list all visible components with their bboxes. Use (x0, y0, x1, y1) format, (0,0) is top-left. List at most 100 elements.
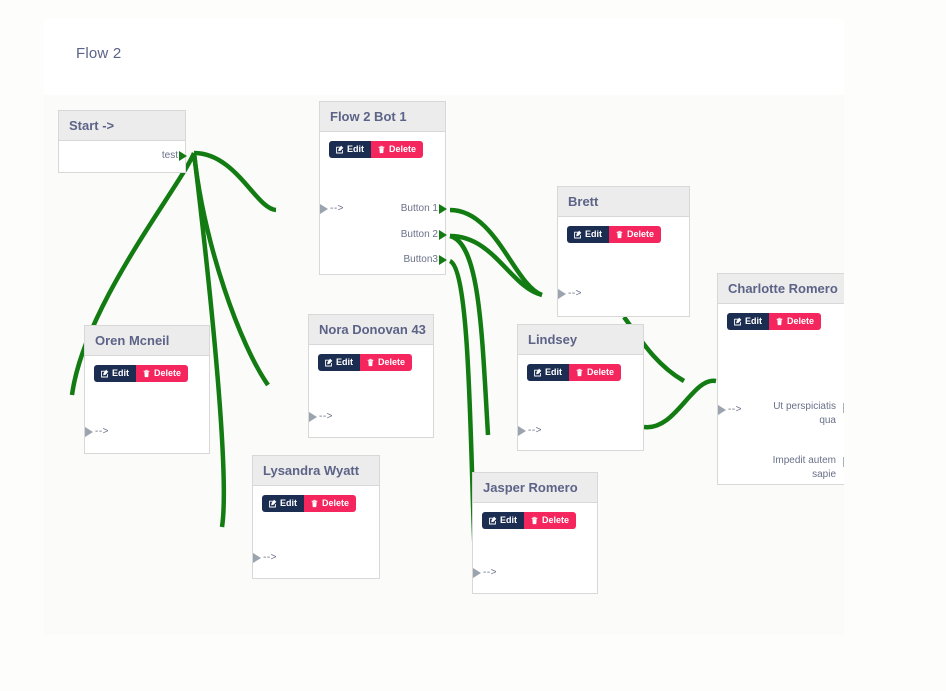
node-body: Edit Delete --> Button 1 Button 2 (320, 132, 447, 274)
node-title: Lindsey (518, 325, 643, 355)
port-arrow-icon (473, 568, 481, 578)
edit-button[interactable]: Edit (262, 495, 304, 512)
input-port-label: --> (319, 411, 333, 422)
output-port-button-2[interactable]: Button 2 (400, 229, 447, 240)
input-port[interactable]: --> (473, 567, 497, 578)
delete-button-label: Delete (787, 316, 815, 326)
input-port[interactable]: --> (518, 425, 542, 436)
output-port-label: Button 1 (400, 203, 438, 214)
output-port-label: Button3 (403, 254, 438, 265)
node-oren-mcneil[interactable]: Oren Mcneil Edit Delete --> (84, 325, 210, 454)
node-title: Charlotte Romero (718, 274, 844, 304)
edit-button[interactable]: Edit (567, 226, 609, 243)
edit-button[interactable]: Edit (727, 313, 769, 330)
port-handle-icon (843, 457, 844, 467)
node-body: Edit Delete --> (309, 345, 433, 437)
port-arrow-icon (309, 412, 317, 422)
edit-button-label: Edit (347, 144, 364, 154)
node-lysandra-wyatt[interactable]: Lysandra Wyatt Edit Delete --> (252, 455, 380, 579)
delete-button[interactable]: Delete (360, 354, 413, 371)
delete-button[interactable]: Delete (609, 226, 662, 243)
port-arrow-icon (439, 230, 447, 240)
node-title: Oren Mcneil (85, 326, 209, 356)
delete-button-label: Delete (542, 515, 570, 525)
node-actions: Edit Delete (318, 354, 413, 371)
edit-button-label: Edit (745, 316, 762, 326)
edit-button[interactable]: Edit (527, 364, 569, 381)
output-port-block-2[interactable]: Impedit autem sapie (760, 454, 844, 482)
node-title: Start -> (59, 111, 185, 141)
port-arrow-icon (179, 151, 187, 161)
delete-button[interactable]: Delete (769, 313, 822, 330)
node-nora-donovan-43[interactable]: Nora Donovan 43 Edit Delete --> (308, 314, 434, 438)
output-port-test[interactable]: test (161, 150, 187, 161)
node-body: Edit Delete --> (518, 355, 643, 450)
edit-button[interactable]: Edit (318, 354, 360, 371)
trash-icon (378, 145, 385, 154)
node-charlotte-romero[interactable]: Charlotte Romero Edit Delete --> (717, 273, 844, 485)
input-port-label: --> (483, 567, 497, 578)
pencil-square-icon (489, 516, 497, 525)
delete-button[interactable]: Delete (304, 495, 357, 512)
node-jasper-romero[interactable]: Jasper Romero Edit Delete --> (472, 472, 598, 594)
port-handle-icon (843, 403, 844, 413)
flow-header-band: Flow 2 (44, 18, 844, 95)
input-port[interactable]: --> (558, 288, 582, 299)
port-arrow-icon (718, 405, 726, 415)
node-title: Jasper Romero (473, 473, 597, 503)
node-actions: Edit Delete (94, 365, 189, 382)
edit-button[interactable]: Edit (482, 512, 524, 529)
edit-button[interactable]: Edit (94, 365, 136, 382)
node-brett[interactable]: Brett Edit Delete --> (557, 186, 690, 317)
flow-canvas[interactable]: Start -> test Flow 2 Bot 1 Edit (44, 95, 844, 635)
node-lindsey[interactable]: Lindsey Edit Delete --> (517, 324, 644, 451)
pencil-square-icon (534, 368, 542, 377)
delete-button[interactable]: Delete (524, 512, 577, 529)
input-port-label: --> (728, 404, 742, 415)
input-port[interactable]: --> (718, 404, 742, 415)
node-actions: Edit Delete (329, 141, 424, 158)
port-arrow-icon (518, 426, 526, 436)
output-port-label: Button 2 (400, 229, 438, 240)
output-port-button-1[interactable]: Button 1 (400, 203, 447, 214)
delete-button-label: Delete (322, 498, 350, 508)
input-port-label: --> (528, 425, 542, 436)
node-body: Edit Delete --> (473, 503, 597, 593)
port-arrow-icon (558, 289, 566, 299)
node-body: test (59, 141, 187, 172)
node-body: Edit Delete --> Ut perspiciatis qua (718, 304, 844, 484)
port-arrow-icon (253, 553, 261, 563)
edit-button-label: Edit (112, 368, 129, 378)
input-port[interactable]: --> (320, 203, 344, 214)
input-port[interactable]: --> (85, 426, 109, 437)
output-port-block-1[interactable]: Ut perspiciatis qua (760, 400, 844, 428)
pencil-square-icon (336, 145, 344, 154)
delete-button-label: Delete (378, 357, 406, 367)
edit-button-label: Edit (545, 367, 562, 377)
output-block-label: Impedit autem sapie (772, 455, 836, 480)
delete-button[interactable]: Delete (569, 364, 622, 381)
trash-icon (311, 499, 318, 508)
node-title: Flow 2 Bot 1 (320, 102, 445, 132)
input-port[interactable]: --> (253, 552, 277, 563)
input-port[interactable]: --> (309, 411, 333, 422)
trash-icon (576, 368, 583, 377)
edit-button[interactable]: Edit (329, 141, 371, 158)
node-start[interactable]: Start -> test (58, 110, 187, 173)
node-actions: Edit Delete (727, 313, 822, 330)
delete-button[interactable]: Delete (371, 141, 424, 158)
port-arrow-icon (439, 204, 447, 214)
output-port-label: test (161, 150, 178, 161)
output-port-button-3[interactable]: Button3 (403, 254, 447, 265)
port-arrow-icon (85, 427, 93, 437)
delete-button[interactable]: Delete (136, 365, 189, 382)
pencil-square-icon (101, 369, 109, 378)
delete-button-label: Delete (627, 229, 655, 239)
delete-button-label: Delete (389, 144, 417, 154)
edit-button-label: Edit (280, 498, 297, 508)
trash-icon (367, 358, 374, 367)
node-flow-2-bot-1[interactable]: Flow 2 Bot 1 Edit Delete --> (319, 101, 447, 275)
pencil-square-icon (325, 358, 333, 367)
node-title: Nora Donovan 43 (309, 315, 433, 345)
